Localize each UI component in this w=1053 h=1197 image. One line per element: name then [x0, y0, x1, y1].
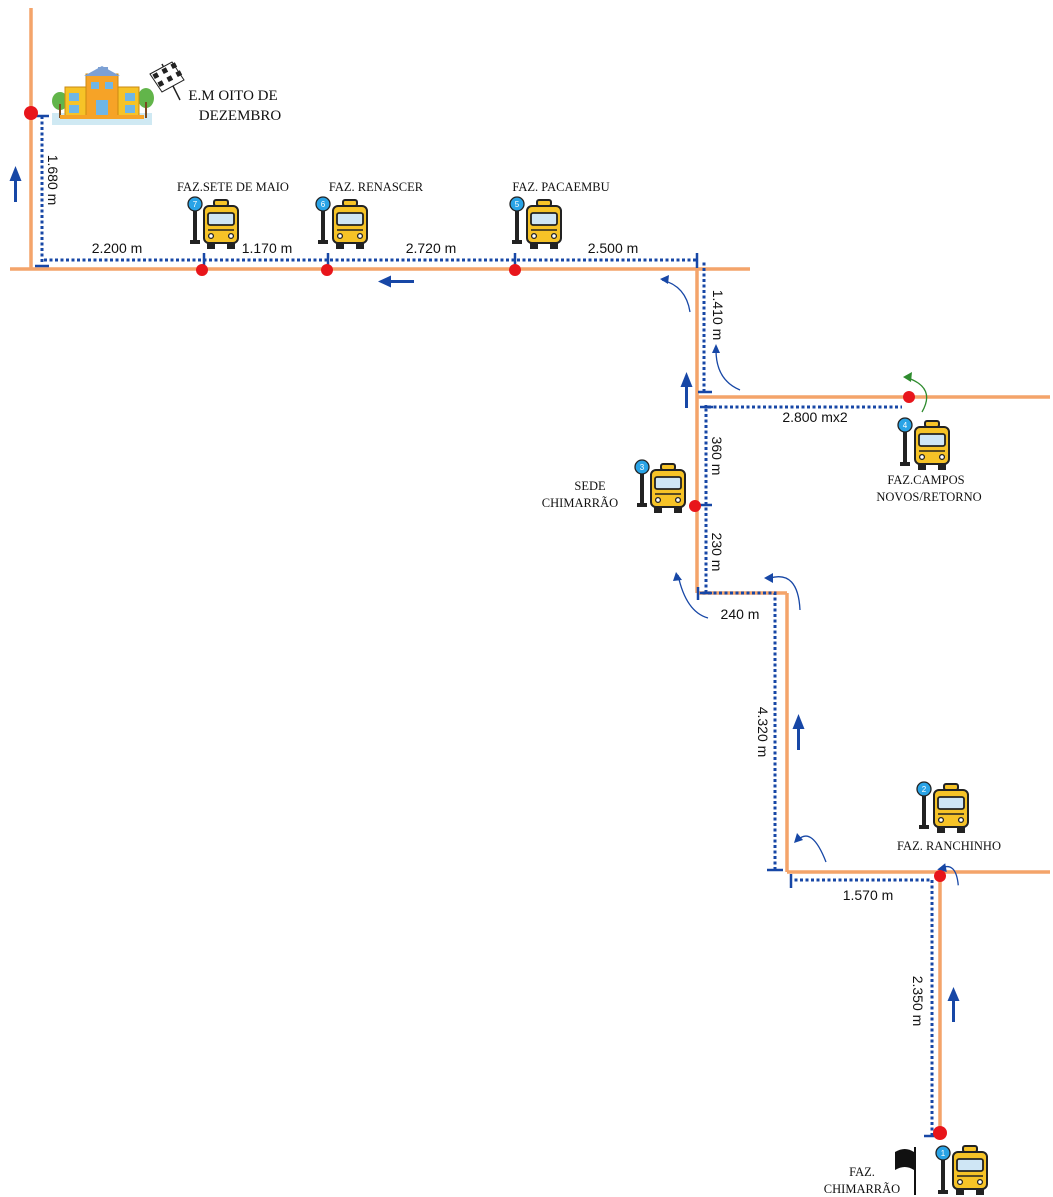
- stop-number: 1: [941, 1149, 946, 1158]
- stop-name: FAZ. RENASCER: [329, 180, 424, 194]
- turn-arrow-icon: [794, 833, 827, 863]
- stop-markers: [24, 106, 947, 1140]
- stop-dot: [933, 1126, 947, 1140]
- distance-label: 2.720 m: [406, 240, 457, 256]
- stop-faz-chimarrao: 1 FAZ. CHIMARRÃO: [824, 1145, 988, 1196]
- distance-label: 360 m: [709, 437, 725, 476]
- roads: [10, 8, 1050, 1133]
- distance-label: 230 m: [709, 533, 725, 572]
- school-building-icon: [52, 66, 154, 125]
- stop-sign-icon: [190, 210, 200, 244]
- stop-number: 4: [903, 421, 908, 430]
- distance-label: 1.410 m: [710, 290, 726, 341]
- stop-dot: [689, 500, 701, 512]
- arrow-up-icon: [947, 987, 960, 1022]
- stop-dot: [903, 391, 915, 403]
- stop-faz-campos-novos: 4 FAZ.CAMPOS NOVOS/RETORNO: [876, 417, 982, 504]
- stop-sign-icon: [919, 795, 929, 829]
- stop-dot: [321, 264, 333, 276]
- bus-icon: [203, 199, 239, 250]
- distance-label: 4.320 m: [755, 707, 771, 758]
- distance-labels: 2.350 m 1.570 m 4.320 m 240 m 230 m 360 …: [45, 155, 926, 1027]
- stop-number: 2: [922, 785, 927, 794]
- bus-icon: [952, 1145, 988, 1196]
- stop-number-badge: [187, 196, 203, 212]
- turn-arrow-icon: [712, 344, 741, 391]
- turn-arrow-icon: [673, 572, 709, 619]
- distance-label: 1.170 m: [242, 240, 293, 256]
- stop-name: FAZ.: [849, 1165, 875, 1179]
- stop-name: FAZ. PACAEMBU: [512, 180, 609, 194]
- stop-dot: [509, 264, 521, 276]
- bus-route-path: [40, 116, 934, 1136]
- turn-arrows: [660, 275, 959, 886]
- arrow-left-icon: [378, 275, 414, 288]
- bus-icon: [650, 463, 686, 514]
- stop-dot: [24, 106, 38, 120]
- bus-icon: [526, 199, 562, 250]
- stop-faz-ranchinho: 2 FAZ. RANCHINHO: [897, 781, 1001, 853]
- stop-name: SEDE: [574, 479, 606, 493]
- stop-faz-renascer: FAZ. RENASCER 6: [315, 180, 424, 250]
- return-arrow-icon: [903, 372, 928, 413]
- stop-number-badge: [916, 781, 932, 797]
- stop-sign-icon: [938, 1160, 948, 1194]
- black-flag-icon: [895, 1147, 916, 1195]
- stop-sign-icon: [637, 473, 647, 507]
- turn-arrow-icon: [937, 863, 959, 886]
- stop-sign-icon: [900, 432, 910, 466]
- stop-name: NOVOS/RETORNO: [876, 490, 981, 504]
- stop-faz-sete-de-maio: FAZ.SETE DE MAIO 7: [177, 180, 289, 250]
- arrow-up-icon: [9, 166, 22, 202]
- stop-number: 3: [640, 463, 645, 472]
- distance-label: 2.200 m: [92, 240, 143, 256]
- stop-sign-icon: [512, 210, 522, 244]
- school-name: DEZEMBRO: [199, 108, 282, 124]
- stop-name: CHIMARRÃO: [824, 1182, 900, 1196]
- school-destination: E.M OITO DE DEZEMBRO: [52, 61, 282, 125]
- stop-number: 6: [321, 200, 326, 209]
- stop-name: FAZ.CAMPOS: [887, 473, 964, 487]
- direction-arrows: [9, 166, 960, 1022]
- distance-label: 2.800 mx2: [782, 409, 848, 425]
- distance-label: 1.680 m: [45, 155, 61, 206]
- school-name: E.M OITO DE: [188, 88, 277, 104]
- distance-label: 2.350 m: [910, 976, 926, 1027]
- arrow-up-icon: [680, 372, 693, 408]
- stop-number: 7: [193, 200, 198, 209]
- distance-label: 240 m: [721, 606, 760, 622]
- stop-number-badge: [315, 196, 331, 212]
- arrow-up-icon: [792, 714, 805, 750]
- stop-faz-pacaembu: FAZ. PACAEMBU 5: [509, 180, 610, 250]
- checkered-flag-icon: [149, 61, 185, 101]
- stop-name: CHIMARRÃO: [542, 496, 618, 510]
- distance-label: 2.500 m: [588, 240, 639, 256]
- stop-dot: [196, 264, 208, 276]
- stop-number-badge: [509, 196, 525, 212]
- stop-number-badge: [935, 1145, 951, 1161]
- bus-icon: [933, 783, 969, 834]
- stop-sign-icon: [318, 210, 328, 244]
- stop-number-badge: [634, 459, 650, 475]
- stop-number-badge: [897, 417, 913, 433]
- stop-name: FAZ.SETE DE MAIO: [177, 180, 289, 194]
- bus-icon: [914, 420, 950, 471]
- distance-label: 1.570 m: [843, 887, 894, 903]
- stop-dot: [934, 870, 946, 882]
- bus-icon: [332, 199, 368, 250]
- turn-arrow-icon: [764, 573, 801, 611]
- stop-sede-chimarrao: 3 SEDE CHIMARRÃO: [542, 459, 686, 514]
- turn-arrow-icon: [660, 275, 691, 313]
- stop-number: 5: [515, 200, 520, 209]
- stop-name: FAZ. RANCHINHO: [897, 839, 1001, 853]
